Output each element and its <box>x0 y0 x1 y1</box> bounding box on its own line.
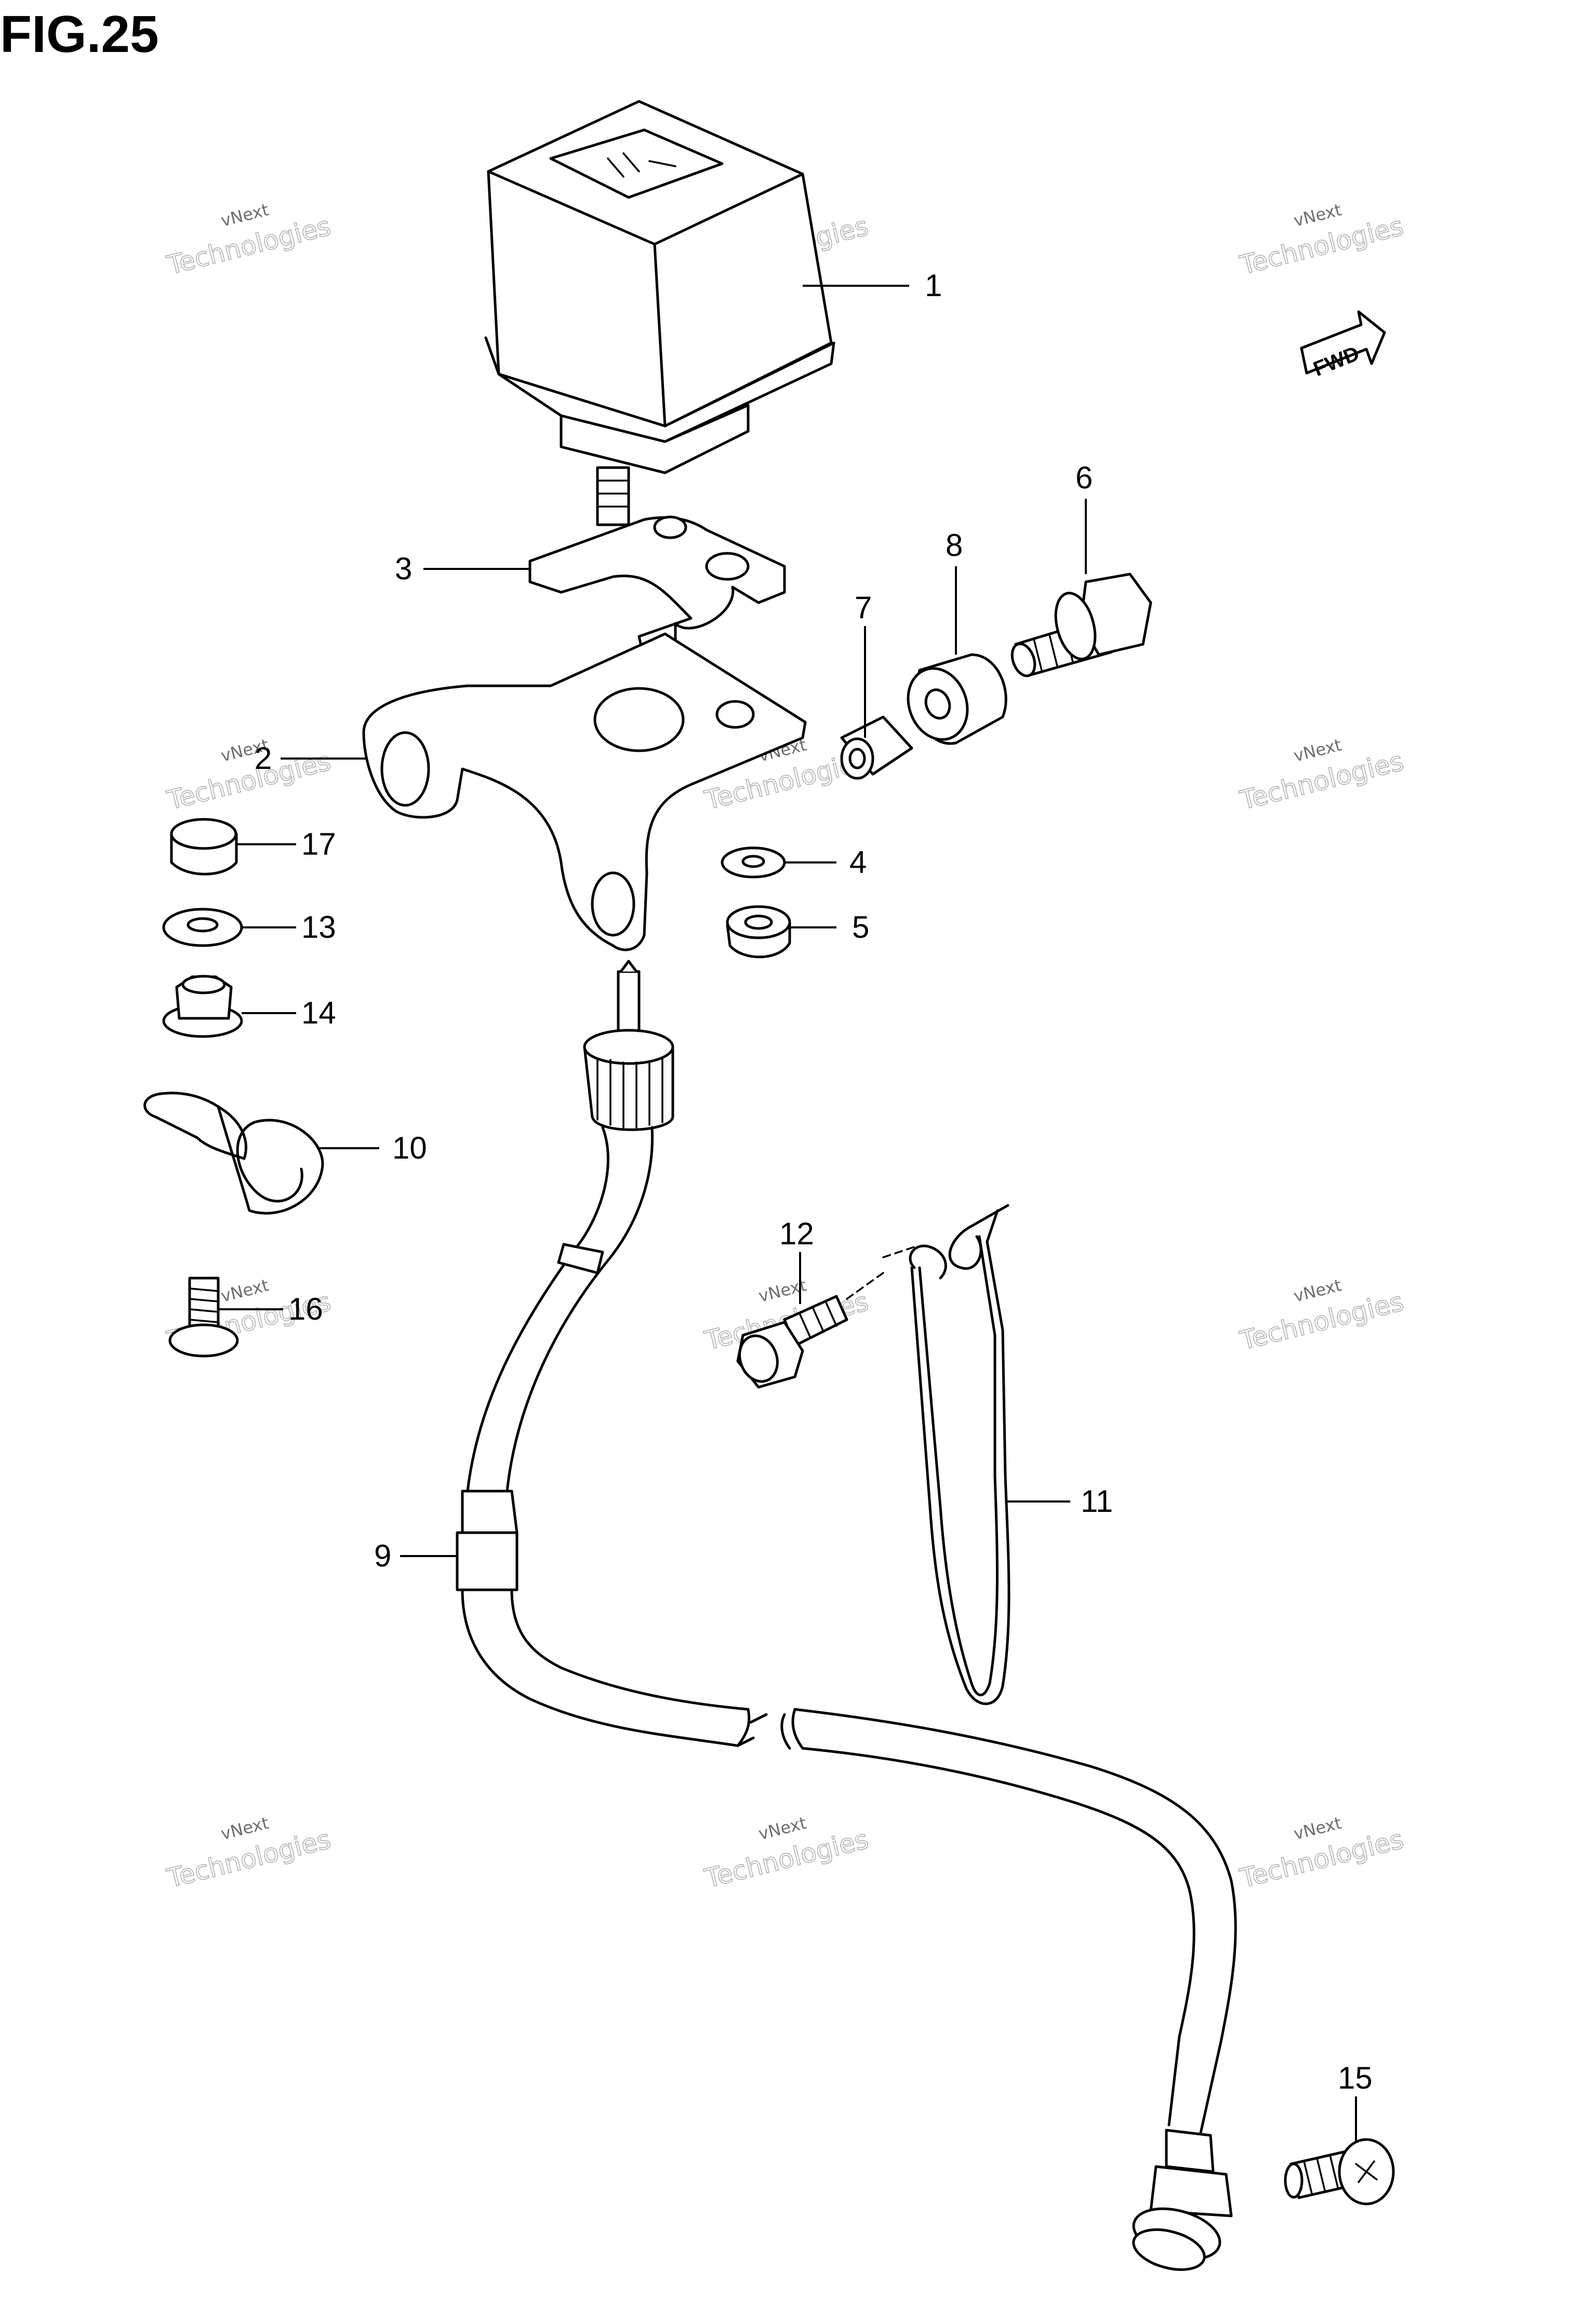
part-7-collar <box>840 715 913 780</box>
watermarks: vNext Technologies vNext Technologies vN… <box>164 200 1407 1894</box>
watermark-text: vNext <box>219 200 271 230</box>
callout-7: 7 <box>855 590 872 625</box>
part-5-nut <box>726 905 791 959</box>
callout-9: 9 <box>374 1538 391 1573</box>
watermark: vNext Technologies <box>1236 1813 1407 1894</box>
callout-14: 14 <box>301 995 336 1030</box>
watermark-text: vNext <box>756 1813 808 1843</box>
part-8-grommet <box>907 653 1007 745</box>
watermark: vNext Technologies <box>164 1813 334 1894</box>
callout-4: 4 <box>849 845 867 880</box>
part-4-washer <box>721 846 786 879</box>
callout-17: 17 <box>301 827 336 861</box>
part-1-relay-box <box>484 100 835 526</box>
watermark: vNext Technologies <box>701 1813 872 1894</box>
watermark: vNext Technologies <box>1236 735 1407 816</box>
callout-5: 5 <box>852 910 869 945</box>
part-6-bolt <box>1010 573 1152 677</box>
callout-12: 12 <box>779 1216 814 1251</box>
callout-15: 15 <box>1338 2061 1373 2095</box>
callout-16: 16 <box>288 1292 323 1326</box>
watermark: vNext Technologies <box>164 735 334 816</box>
watermark: vNext Technologies <box>1236 200 1407 281</box>
callout-10: 10 <box>392 1131 427 1165</box>
leader-lines <box>218 285 1357 2143</box>
watermark-text: vNext <box>219 1275 271 1306</box>
part-13-washer <box>162 908 243 947</box>
part-9-meter-cable <box>456 960 1237 2271</box>
part-17-nut <box>170 818 238 875</box>
part-16-screw <box>168 1277 239 1358</box>
part-12-bolt <box>736 1295 848 1389</box>
watermark-text: vNext <box>1292 200 1344 230</box>
part-2-main-bracket <box>362 632 807 951</box>
watermark: vNext Technologies <box>164 200 334 281</box>
watermark-text: vNext <box>1292 1275 1344 1306</box>
callout-1: 1 <box>925 268 942 303</box>
watermark-text: vNext <box>219 1813 271 1843</box>
callout-numbers: 1 2 3 4 5 6 7 8 9 10 11 12 13 14 15 16 1… <box>255 268 1373 2095</box>
watermark: vNext Technologies <box>1236 1275 1407 1357</box>
part-11-clamp-strap <box>846 1204 1010 1705</box>
part-14-flange-nut <box>162 975 243 1038</box>
fwd-arrow-icon: FWD <box>1300 310 1386 381</box>
watermark-text: vNext <box>1292 1813 1344 1843</box>
part-15-screw <box>1284 2138 1395 2205</box>
callout-2: 2 <box>255 741 272 776</box>
watermark-text: vNext <box>1292 735 1344 765</box>
part-10-spring-clip <box>143 1092 324 1215</box>
figure-title: FIG.25 <box>0 5 159 63</box>
part-3-bracket <box>528 515 786 661</box>
callout-13: 13 <box>301 910 336 945</box>
callout-3: 3 <box>395 551 412 586</box>
callout-8: 8 <box>946 528 963 563</box>
callout-6: 6 <box>1075 460 1093 495</box>
callout-11: 11 <box>1081 1484 1113 1519</box>
